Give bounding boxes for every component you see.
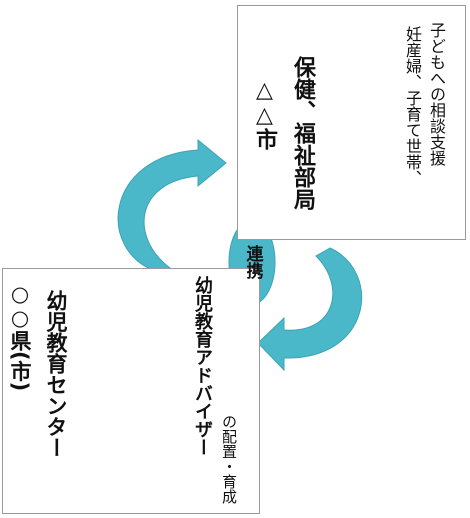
city-desc-line1: 妊産婦、子育て世帯、 <box>403 26 422 186</box>
center-title-line1: ○○県(市) <box>8 282 32 392</box>
center-desc-line2: の配置・育成 <box>220 414 238 504</box>
center-title-line2: 幼児教育センター <box>44 290 68 458</box>
city-title-line2: 保健、福祉部局 <box>290 56 315 210</box>
city-department-box <box>237 5 466 240</box>
city-title-line1: △△市 <box>252 78 277 150</box>
center-desc-line1: 幼児教育アドバイザー <box>192 276 213 456</box>
arrow-to-center-icon <box>257 247 362 372</box>
arrow-to-city-icon <box>117 138 227 273</box>
city-desc-line2: 子どもへの相談支援 <box>427 22 446 166</box>
link-label: 連携 <box>242 245 263 279</box>
education-center-box <box>2 268 260 514</box>
